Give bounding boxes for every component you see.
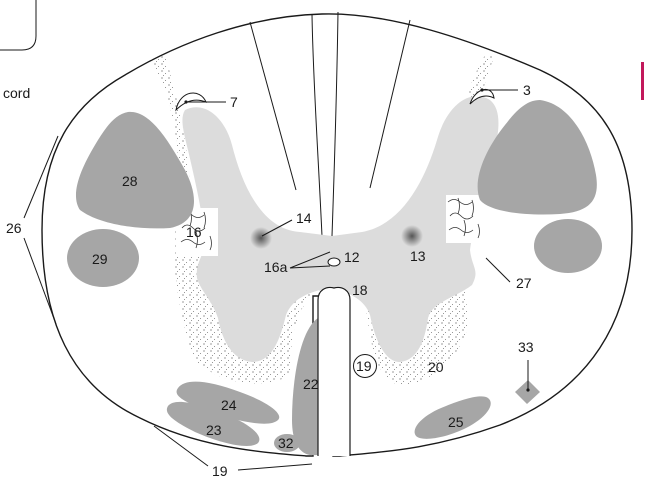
central-canal bbox=[328, 258, 340, 266]
leader-7-dot bbox=[184, 100, 187, 103]
label-29: 29 bbox=[92, 251, 108, 267]
label-13: 13 bbox=[410, 248, 426, 264]
label-32: 32 bbox=[278, 435, 294, 451]
anterior-median-fissure bbox=[318, 288, 350, 457]
nucleus-13 bbox=[401, 225, 423, 247]
accent-bar bbox=[641, 62, 644, 100]
inset-frame bbox=[0, 0, 36, 50]
leader-33-dot bbox=[526, 388, 529, 391]
label-27: 27 bbox=[516, 275, 532, 291]
label-22: 22 bbox=[303, 376, 319, 392]
label-16a: 16a bbox=[264, 259, 288, 275]
label-19-circled: 19 bbox=[356, 358, 372, 374]
label-24: 24 bbox=[221, 397, 237, 413]
label-3: 3 bbox=[523, 82, 531, 98]
label-28: 28 bbox=[122, 173, 138, 189]
label-23: 23 bbox=[206, 422, 222, 438]
label-14: 14 bbox=[296, 210, 312, 226]
leader-3-dot bbox=[480, 88, 483, 91]
side-caption: cord bbox=[3, 85, 30, 101]
label-16: 16 bbox=[186, 224, 202, 240]
label-12: 12 bbox=[344, 249, 360, 265]
label-25: 25 bbox=[448, 414, 464, 430]
label-26: 26 bbox=[6, 220, 22, 236]
label-7: 7 bbox=[230, 94, 238, 110]
label-33: 33 bbox=[518, 339, 534, 355]
bracket-19-right bbox=[238, 464, 312, 470]
label-19-bottom: 19 bbox=[212, 463, 228, 479]
label-20: 20 bbox=[428, 359, 444, 375]
tract-right-lower bbox=[534, 219, 602, 273]
label-18: 18 bbox=[352, 282, 368, 298]
nucleus-14 bbox=[250, 227, 272, 249]
reticular-formation-right bbox=[446, 195, 486, 243]
